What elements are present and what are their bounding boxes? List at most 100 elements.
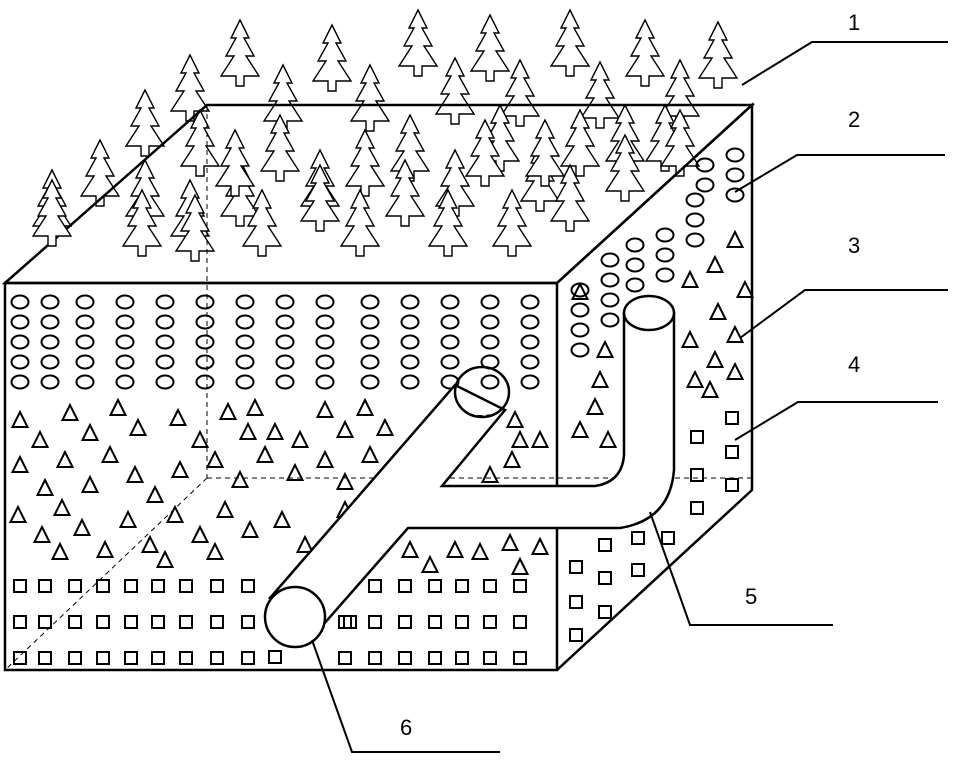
square-icon <box>428 579 442 593</box>
oval-icon <box>40 354 60 370</box>
oval-icon <box>570 322 590 338</box>
triangle-icon <box>361 446 379 463</box>
tree-icon <box>170 54 210 122</box>
oval-icon <box>40 334 60 350</box>
oval-icon <box>315 374 335 390</box>
triangle-icon <box>129 419 147 436</box>
tree-icon <box>220 19 260 87</box>
triangle-icon <box>511 558 529 575</box>
oval-icon <box>10 374 30 390</box>
oval-icon <box>400 374 420 390</box>
oval-icon <box>655 227 675 243</box>
oval-icon <box>115 354 135 370</box>
square-icon <box>428 651 442 665</box>
oval-icon <box>600 292 620 308</box>
oval-icon <box>275 314 295 330</box>
square-icon <box>13 651 27 665</box>
square-icon <box>569 628 583 642</box>
triangle-icon <box>273 511 291 528</box>
square-icon <box>68 579 82 593</box>
callout-2: 2 <box>848 107 860 132</box>
tree-icon <box>525 119 565 187</box>
oval-icon <box>75 294 95 310</box>
triangle-icon <box>119 511 137 528</box>
triangle-icon <box>36 479 54 496</box>
triangle-icon <box>481 466 499 483</box>
square-icon <box>151 651 165 665</box>
triangle-icon <box>166 506 184 523</box>
triangle-icon <box>591 371 609 388</box>
oval-icon <box>360 354 380 370</box>
tree-icon <box>550 9 590 77</box>
tree-icon <box>580 61 620 129</box>
triangle-icon <box>401 541 419 558</box>
oval-icon <box>155 294 175 310</box>
tree-icon <box>80 139 120 207</box>
oval-icon <box>115 294 135 310</box>
square-icon <box>398 651 412 665</box>
triangle-icon <box>681 271 699 288</box>
tree-icon <box>350 64 390 132</box>
triangle-icon <box>471 543 489 560</box>
oval-icon <box>235 294 255 310</box>
square-icon <box>598 538 612 552</box>
triangle-icon <box>506 411 524 428</box>
oval-icon <box>115 334 135 350</box>
triangle-icon <box>101 446 119 463</box>
square-icon <box>210 579 224 593</box>
triangle-icon <box>156 551 174 568</box>
oval-icon <box>235 374 255 390</box>
square-icon <box>513 651 527 665</box>
oval-icon <box>275 334 295 350</box>
oval-icon <box>440 354 460 370</box>
triangle-icon <box>421 556 439 573</box>
oval-icon <box>520 294 540 310</box>
triangle-icon <box>376 419 394 436</box>
square-icon <box>398 615 412 629</box>
oval-icon <box>275 374 295 390</box>
oval-icon <box>480 374 500 390</box>
oval-icon <box>75 334 95 350</box>
oval-icon <box>10 354 30 370</box>
triangle-icon <box>571 421 589 438</box>
triangle-icon <box>686 371 704 388</box>
square-icon <box>241 651 255 665</box>
oval-icon <box>75 354 95 370</box>
oval-icon <box>115 314 135 330</box>
tree-icon <box>125 89 165 157</box>
square-icon <box>368 651 382 665</box>
triangle-icon <box>9 506 27 523</box>
square-icon <box>124 615 138 629</box>
triangle-icon <box>446 541 464 558</box>
triangle-icon <box>191 431 209 448</box>
triangle-icon <box>216 501 234 518</box>
square-icon <box>513 579 527 593</box>
callout-1: 1 <box>848 10 860 35</box>
oval-icon <box>625 257 645 273</box>
square-icon <box>455 615 469 629</box>
oval-icon <box>625 237 645 253</box>
tree-icon <box>345 129 385 197</box>
triangle-icon <box>291 431 309 448</box>
oval-icon <box>440 314 460 330</box>
square-icon <box>598 571 612 585</box>
square-icon <box>241 579 255 593</box>
square-icon <box>569 560 583 574</box>
triangle-icon <box>586 398 604 415</box>
oval-icon <box>235 354 255 370</box>
triangle-icon <box>169 409 187 426</box>
triangle-icon <box>336 421 354 438</box>
triangle-icon <box>511 431 529 448</box>
square-icon <box>338 651 352 665</box>
triangle-icon <box>316 401 334 418</box>
triangle-icon <box>596 341 614 358</box>
triangle-icon <box>146 486 164 503</box>
oval-icon <box>685 232 705 248</box>
oval-icon <box>360 314 380 330</box>
tree-icon <box>260 114 300 182</box>
oval-icon <box>155 314 175 330</box>
tree-icon <box>32 179 72 247</box>
oval-icon <box>40 374 60 390</box>
square-icon <box>268 650 282 664</box>
